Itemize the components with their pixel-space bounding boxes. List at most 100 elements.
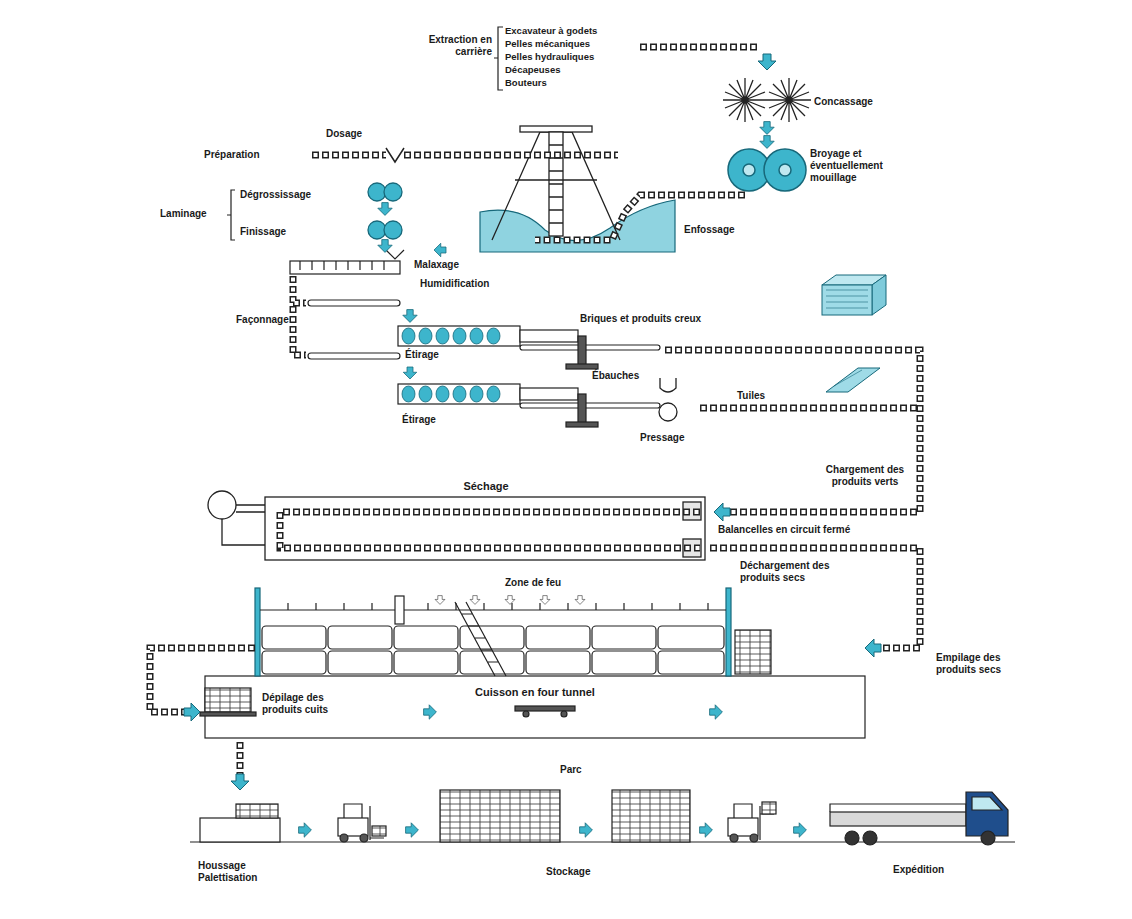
bucket-excavator [492,132,620,240]
forklift [762,802,776,814]
tunnel-kiln-structure [658,651,724,674]
extruder [398,326,520,346]
tunnel-kiln-structure [255,588,260,676]
tunnel-kiln-structure [328,651,392,674]
node-title: Cuisson en four tunnel [475,686,595,698]
belt-conveyor [520,345,660,350]
tunnel-kiln: Cuisson en four tunnel [205,588,865,738]
forklift [372,826,386,836]
process-label: Pressage [640,432,684,444]
conveyor-chain [150,47,920,774]
forklift [730,834,738,842]
tunnel-kiln-structure [200,588,865,738]
process-label: Stockage [546,866,590,878]
belt-conveyor [308,353,400,359]
crusher-symbol [723,78,811,122]
brick-icon [822,285,872,315]
process-label: Expédition [893,864,944,876]
dosage-hopper [386,148,404,162]
process-label: Broyage et éventuellement mouillage [810,148,894,184]
process-label: Chargement des produits verts [818,464,912,488]
brick-icon [822,275,886,315]
dryer-chamber [208,491,236,519]
forklift [728,818,758,836]
tunnel-kiln-structure [526,651,590,674]
tunnel-kiln-structure [262,626,326,649]
extruder [400,326,502,346]
process-label: Bouteurs [505,77,547,88]
grinding-rollers [779,164,791,176]
mixer-trough [300,261,384,270]
process-label: Étirage [402,414,436,426]
crusher-symbol [723,78,767,122]
rolling-mill [368,183,386,201]
extruder [400,384,502,404]
storage-yard [612,790,690,842]
flow-arrow [580,823,593,837]
process-label: Extraction en carrière [428,34,492,58]
list-bracket [494,27,503,90]
process-label: Briques et produits creux [580,313,701,325]
fire-arrow [435,596,585,605]
fire-arrow [505,596,515,605]
tile-press [660,378,676,392]
tile-icon [834,370,862,386]
extruder [566,364,598,369]
flow-arrow [378,203,392,216]
belt-conveyor [520,403,660,408]
rolling-mill [368,183,402,239]
process-label: Empilage des produits secs [936,652,1036,676]
storage-pit [480,200,675,252]
flow-arrow [403,310,417,323]
fire-arrow [470,596,480,605]
truck [830,792,1008,845]
tunnel-kiln-structure [592,651,656,674]
process-label: Parc [560,764,582,776]
tunnel-kiln-structure [515,706,575,711]
tunnel-kiln-structure [394,626,458,649]
tunnel-kiln-structure [395,596,404,624]
truck [845,831,859,845]
conveyor-connector [710,548,920,657]
process-label: Tuiles [737,390,765,402]
process-label: Déchargement des produits secs [740,560,840,584]
flow-arrow [231,774,249,790]
flow-arrow [760,136,774,149]
bucket-excavator [515,179,597,180]
forklift [360,834,368,842]
truck [863,831,877,845]
conveyor-chain [710,548,920,648]
process-label: Pelles hydrauliques [505,51,594,62]
storage-yard [190,790,1015,842]
storage-yard [236,804,278,818]
tunnel-kiln-structure [526,626,590,649]
tile-icon [826,368,880,392]
extruder [578,336,586,366]
process-label: Ébauches [592,370,639,382]
fire-arrow [575,596,585,605]
dryer-band: Séchage [262,476,710,566]
mixer-trough [290,250,404,274]
truck [972,797,1002,810]
rolling-mill [368,221,386,239]
conveyor-chain [150,47,920,774]
flow-arrow [865,639,881,657]
tunnel-kiln-structure [658,626,724,649]
tunnel-kiln-structure [328,626,392,649]
bucket-excavator [549,132,563,236]
truck [830,804,966,812]
flow-arrow [299,823,312,837]
storage-yard [190,841,1015,842]
flow-arrow [794,823,807,837]
rolling-mill [384,183,402,201]
flow-arrow [184,54,806,837]
extruder [520,330,578,342]
extruder [520,388,578,400]
tunnel-kiln-structure [592,626,656,649]
fire-arrow [435,596,445,605]
list-bracket [494,27,503,90]
process-label: Balancelles en circuit fermé [718,524,850,536]
forklift [340,834,348,842]
